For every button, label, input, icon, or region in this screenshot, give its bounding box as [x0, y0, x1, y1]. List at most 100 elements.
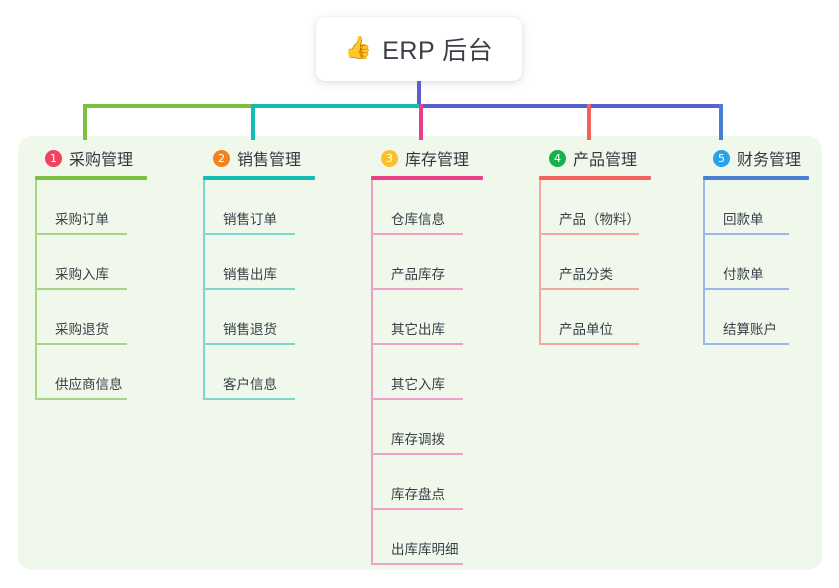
root-node[interactable]: 👍 ERP 后台 [316, 17, 522, 81]
leaf-node-label: 产品库存 [391, 267, 445, 282]
diagram-panel [18, 136, 822, 570]
stem-col-3 [419, 104, 423, 140]
leaf-node-label: 库存调拨 [391, 432, 445, 447]
leaf-node[interactable]: 采购入库 [35, 235, 185, 290]
leaf-node-label: 采购退货 [55, 322, 109, 337]
column-items: 仓库信息产品库存其它出库其它入库库存调拨库存盘点出库库明细 [371, 180, 521, 565]
leaf-node-rule [703, 288, 789, 290]
leaf-node[interactable]: 出库库明细 [371, 510, 521, 565]
leaf-node-label: 库存盘点 [391, 487, 445, 502]
leaf-node-rule [371, 233, 463, 235]
column-items: 采购订单采购入库采购退货供应商信息 [35, 180, 185, 400]
column-spine [703, 180, 705, 345]
leaf-node-rule [203, 288, 295, 290]
root-stem [417, 81, 421, 106]
leaf-node[interactable]: 销售退货 [203, 290, 353, 345]
leaf-node-label: 产品单位 [559, 322, 613, 337]
column-header-rule [371, 176, 483, 180]
leaf-node-rule [703, 343, 789, 345]
leaf-node-label: 销售退货 [223, 322, 277, 337]
leaf-node-rule [35, 398, 127, 400]
leaf-node[interactable]: 库存盘点 [371, 455, 521, 510]
column-items: 销售订单销售出库销售退货客户信息 [203, 180, 353, 400]
column-header-rule [203, 176, 315, 180]
leaf-node[interactable]: 结算账户 [703, 290, 839, 345]
leaf-node-label: 仓库信息 [391, 212, 445, 227]
stem-col-5 [719, 104, 723, 140]
leaf-node-rule [539, 233, 639, 235]
leaf-node-rule [203, 398, 295, 400]
leaf-node-rule [703, 233, 789, 235]
leaf-node-label: 采购订单 [55, 212, 109, 227]
leaf-node[interactable]: 产品（物料） [539, 180, 689, 235]
leaf-node-rule [371, 398, 463, 400]
leaf-node-rule [35, 233, 127, 235]
leaf-node-label: 回款单 [723, 212, 764, 227]
column-number-badge: 3 [381, 149, 398, 167]
stem-col-1 [83, 104, 87, 140]
leaf-node-rule [35, 288, 127, 290]
leaf-node[interactable]: 供应商信息 [35, 345, 185, 400]
leaf-node-rule [35, 343, 127, 345]
leaf-node-label: 客户信息 [223, 377, 277, 392]
column-header-purchasing[interactable]: 1 采购管理 [35, 146, 185, 170]
column-spine [203, 180, 205, 400]
column-header-rule [539, 176, 651, 180]
leaf-node-rule [203, 233, 295, 235]
column-title: 采购管理 [69, 152, 134, 169]
column-header-finance[interactable]: 5 财务管理 [703, 146, 839, 170]
leaf-node-label: 其它出库 [391, 322, 445, 337]
leaf-node-label: 结算账户 [723, 322, 777, 337]
leaf-node[interactable]: 回款单 [703, 180, 839, 235]
column-finance: 5 财务管理回款单付款单结算账户 [703, 146, 839, 345]
segment-teal [253, 104, 421, 108]
stem-col-2 [251, 104, 255, 140]
column-number-badge: 1 [45, 149, 62, 167]
leaf-node-label: 出库库明细 [391, 542, 459, 557]
leaf-node-rule [539, 343, 639, 345]
leaf-node[interactable]: 销售订单 [203, 180, 353, 235]
column-spine [35, 180, 37, 400]
leaf-node-rule [539, 288, 639, 290]
column-purchasing: 1 采购管理采购订单采购入库采购退货供应商信息 [35, 146, 185, 400]
leaf-node[interactable]: 付款单 [703, 235, 839, 290]
column-header-rule [35, 176, 147, 180]
leaf-node[interactable]: 产品单位 [539, 290, 689, 345]
leaf-node-rule [371, 453, 463, 455]
leaf-node-rule [371, 288, 463, 290]
column-number-badge: 5 [713, 149, 730, 167]
segment-indigo [421, 104, 721, 108]
leaf-node[interactable]: 采购退货 [35, 290, 185, 345]
leaf-node-rule [203, 343, 295, 345]
leaf-node[interactable]: 销售出库 [203, 235, 353, 290]
leaf-node[interactable]: 其它入库 [371, 345, 521, 400]
leaf-node[interactable]: 仓库信息 [371, 180, 521, 235]
thumbs-up-icon: 👍 [344, 36, 373, 61]
leaf-node-rule [371, 508, 463, 510]
leaf-node[interactable]: 其它出库 [371, 290, 521, 345]
column-spine [371, 180, 373, 565]
leaf-node[interactable]: 产品分类 [539, 235, 689, 290]
leaf-node-rule [371, 343, 463, 345]
column-title: 销售管理 [237, 152, 302, 169]
column-items: 产品（物料）产品分类产品单位 [539, 180, 689, 345]
leaf-node-label: 销售出库 [223, 267, 277, 282]
segment-green [83, 104, 253, 108]
leaf-node[interactable]: 采购订单 [35, 180, 185, 235]
leaf-node-label: 销售订单 [223, 212, 277, 227]
column-spine [539, 180, 541, 345]
column-title: 产品管理 [573, 152, 638, 169]
leaf-node[interactable]: 产品库存 [371, 235, 521, 290]
leaf-node-rule [371, 563, 463, 565]
root-node-title: ERP 后台 [382, 37, 494, 65]
leaf-node-label: 采购入库 [55, 267, 109, 282]
column-title: 财务管理 [737, 152, 802, 169]
leaf-node[interactable]: 库存调拨 [371, 400, 521, 455]
leaf-node[interactable]: 客户信息 [203, 345, 353, 400]
column-header-rule [703, 176, 809, 180]
